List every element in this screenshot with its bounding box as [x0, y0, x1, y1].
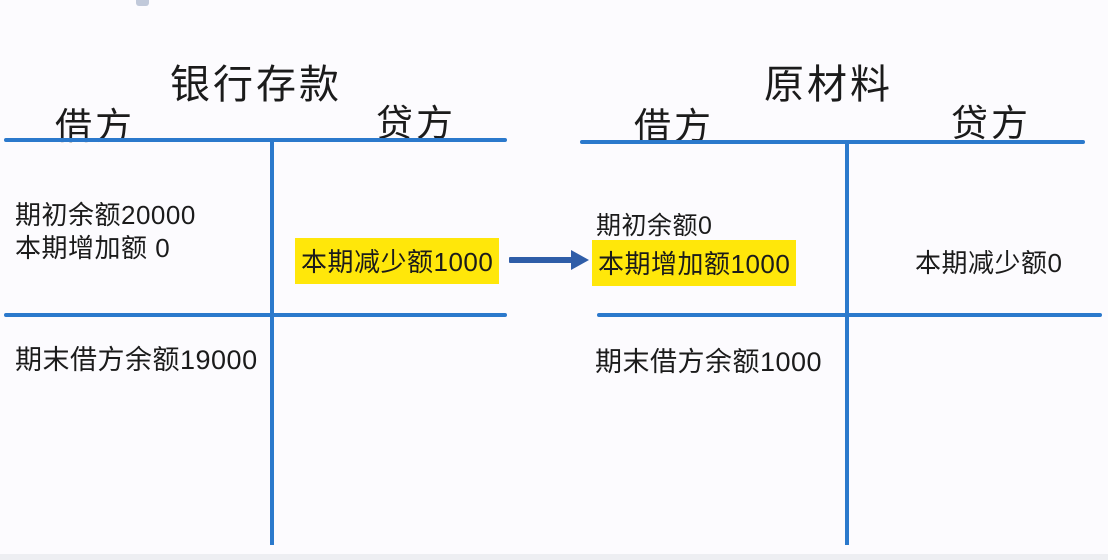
materials-debit-increase-highlight: 本期增加额1000: [592, 240, 797, 286]
materials-vertical-rule: [845, 143, 849, 545]
bank-vertical-rule: [270, 141, 274, 545]
bank-credit-label: 贷方: [376, 103, 456, 144]
arrow-right-icon: [571, 250, 589, 270]
bottom-edge-strip: [0, 554, 1108, 560]
materials-balance-divider-rule: [597, 313, 1102, 317]
bank-credit-entry-highlighted: 本期减少额1000: [295, 238, 500, 284]
materials-ending-balance: 期末借方余额1000: [595, 347, 823, 377]
bank-debit-row-opening: 期初余额20000: [15, 200, 196, 230]
materials-debit-row-opening: 期初余额0: [596, 212, 713, 240]
bank-credit-decrease-highlight: 本期减少额1000: [295, 238, 500, 284]
bank-ending-balance: 期末借方余额19000: [15, 345, 258, 375]
materials-debit-entry-highlighted: 本期增加额1000: [592, 240, 797, 286]
bank-account-title: 银行存款: [170, 63, 342, 107]
materials-credit-label: 贷方: [951, 103, 1031, 144]
bank-debit-row-increase: 本期增加额 0: [15, 233, 171, 263]
bank-debit-entries: 期初余额20000 本期增加额 0: [15, 199, 196, 265]
materials-account-title: 原材料: [764, 63, 893, 107]
arrow-shaft: [509, 257, 575, 263]
bank-balance-divider-rule: [4, 313, 507, 317]
materials-top-rule: [580, 140, 1085, 144]
top-edge-artifact: [136, 0, 149, 6]
bank-top-rule: [4, 138, 507, 142]
materials-credit-row-decrease: 本期减少额0: [915, 248, 1063, 278]
